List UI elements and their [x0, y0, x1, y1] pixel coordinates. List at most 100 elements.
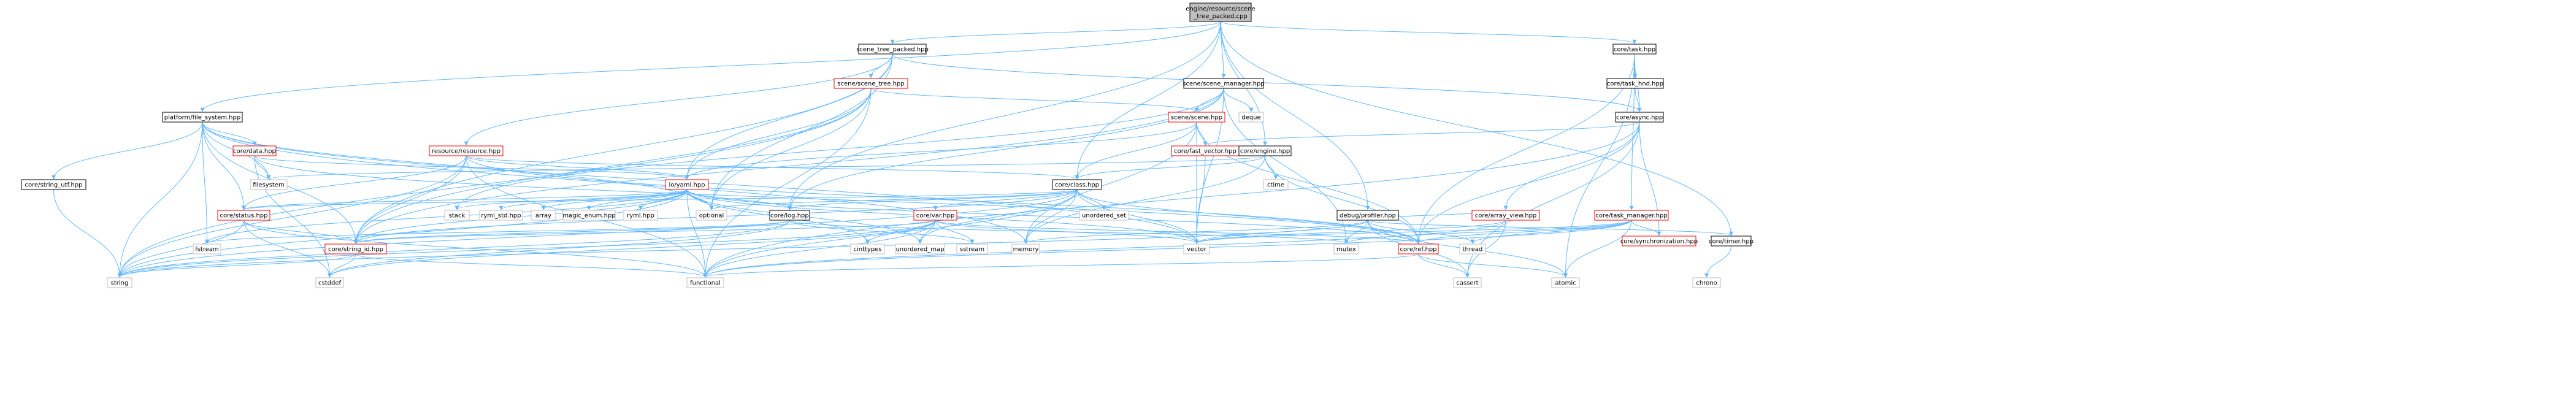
node-box [1606, 78, 1664, 89]
node-log[interactable]: core/log.hpp [769, 210, 810, 221]
node-vector[interactable]: vector [1183, 243, 1210, 254]
node-stree[interactable]: scene/scene_tree.hpp [834, 78, 908, 89]
edge-yaml-to-status [242, 189, 688, 210]
edge-layer [52, 21, 1733, 278]
edge [1465, 220, 1506, 278]
edge [935, 220, 1199, 244]
edge-log-to-string [117, 220, 790, 278]
node-scene[interactable]: scene/scene.hpp [1168, 112, 1225, 123]
edge-aview-to-vector [1194, 220, 1506, 244]
node-cinttypes[interactable]: cinttypes [850, 243, 885, 254]
node-fvec[interactable]: core/fast_vector.hpp [1171, 145, 1240, 156]
node-sid[interactable]: core/string_id.hpp [324, 243, 387, 254]
edge-smgr-to-deque [1223, 88, 1254, 112]
node-sstream[interactable]: sstream [956, 243, 988, 254]
edge-smgr-to-scene [1194, 88, 1224, 112]
node-box [479, 210, 523, 221]
edge [353, 53, 893, 244]
node-layer: engine/resource/scene_tree_packed.cppsce… [21, 2, 1754, 288]
node-aview[interactable]: core/array_view.hpp [1471, 210, 1540, 221]
node-label: core/string_utf.hpp [25, 182, 83, 189]
node-smgr[interactable]: scene/scene_manager.hpp [1183, 78, 1265, 89]
node-uset[interactable]: unordered_set [1079, 210, 1129, 221]
node-ryml[interactable]: ryml.hpp [623, 210, 658, 221]
edge-task-to-atomic [1563, 53, 1635, 278]
edge [865, 220, 936, 244]
node-ryml_std[interactable]: ryml_std.hpp [479, 210, 523, 221]
node-class[interactable]: core/class.hpp [1052, 179, 1102, 190]
node-ctime[interactable]: ctime [1263, 179, 1289, 190]
node-pfs[interactable]: platform/file_system.hpp [162, 112, 243, 123]
node-string[interactable]: string [107, 277, 132, 288]
edge-stree-to-string [117, 88, 872, 278]
node-fsys[interactable]: filesystem [250, 179, 288, 190]
node-yaml[interactable]: io/yaml.hpp [665, 179, 709, 190]
edge-status-to-cstddef [243, 220, 332, 278]
edge-stp-to-sid [353, 53, 893, 244]
node-sync[interactable]: core/synchronization.hpp [1620, 235, 1698, 247]
edge [52, 121, 203, 180]
edge-res-to-ref [466, 155, 1420, 244]
node-stack[interactable]: stack [444, 210, 470, 221]
node-prof[interactable]: debug/profiler.hpp [1336, 210, 1399, 221]
node-box [1711, 235, 1752, 247]
edge [499, 189, 688, 210]
edge [117, 189, 1078, 278]
node-engine[interactable]: core/engine.hpp [1238, 145, 1292, 156]
node-label: core/synchronization.hpp [1620, 239, 1698, 245]
node-data[interactable]: core/data.hpp [232, 145, 277, 156]
node-box [1238, 145, 1292, 156]
node-thread[interactable]: thread [1459, 243, 1486, 254]
node-ref[interactable]: core/ref.hpp [1398, 243, 1439, 254]
edge [1194, 220, 1506, 244]
node-label: resource/resource.hpp [432, 148, 500, 155]
node-task[interactable]: core/task.hpp [1612, 44, 1657, 55]
node-status[interactable]: core/status.hpp [217, 210, 270, 221]
node-array[interactable]: array [531, 210, 556, 221]
edge [117, 155, 467, 278]
node-res[interactable]: resource/resource.hpp [429, 145, 504, 156]
node-async[interactable]: core/async.hpp [1615, 112, 1664, 123]
edge [202, 121, 1028, 244]
node-label: unordered_set [1082, 213, 1126, 220]
edge-root-to-pfs [200, 21, 1221, 112]
edge-pfs-to-string [117, 121, 203, 278]
node-root[interactable]: engine/resource/scene_tree_packed.cpp [1186, 2, 1255, 22]
node-sutf[interactable]: core/string_utf.hpp [21, 179, 86, 190]
edge-stp-to-yaml [684, 53, 893, 180]
node-timer[interactable]: core/timer.hpp [1709, 235, 1754, 247]
node-thnd[interactable]: core/task_hnd.hpp [1606, 78, 1664, 89]
node-deque[interactable]: deque [1238, 112, 1264, 123]
edge-yaml-to-functional [686, 189, 708, 278]
node-optional[interactable]: optional [696, 210, 727, 221]
node-var[interactable]: core/var.hpp [913, 210, 957, 221]
edge [1344, 220, 1632, 244]
edge [1470, 220, 1632, 244]
node-label: scene/scene_manager.hpp [1183, 81, 1264, 88]
node-cassert[interactable]: cassert [1453, 277, 1482, 288]
node-label: chrono [1696, 280, 1717, 287]
edge [1223, 88, 1349, 244]
edge [1194, 220, 1632, 244]
edge [709, 53, 893, 210]
node-cstddef[interactable]: cstddef [315, 277, 344, 288]
node-umap[interactable]: unordered_map [895, 243, 945, 254]
node-magic[interactable]: magic_enum.hpp [562, 210, 616, 221]
edge [1635, 88, 1642, 112]
node-memory[interactable]: memory [1011, 243, 1040, 254]
node-mutex[interactable]: mutex [1333, 243, 1359, 254]
edge-pfs-to-fstream [202, 121, 209, 244]
node-tmgr[interactable]: core/task_manager.hpp [1594, 210, 1669, 221]
node-atomic[interactable]: atomic [1551, 277, 1580, 288]
edge [353, 220, 936, 244]
node-chrono[interactable]: chrono [1692, 277, 1721, 288]
node-fstream[interactable]: fstream [193, 243, 221, 254]
node-label: engine/resource/scene [1186, 6, 1255, 13]
node-label: core/ref.hpp [1400, 247, 1436, 253]
edge-engine-to-class [1075, 155, 1265, 180]
node-label: core/task_manager.hpp [1595, 213, 1667, 220]
node-functional[interactable]: functional [686, 277, 724, 288]
node-stp[interactable]: scene_tree_packed.hpp [856, 44, 929, 55]
edge-stree-to-optional [709, 88, 872, 210]
